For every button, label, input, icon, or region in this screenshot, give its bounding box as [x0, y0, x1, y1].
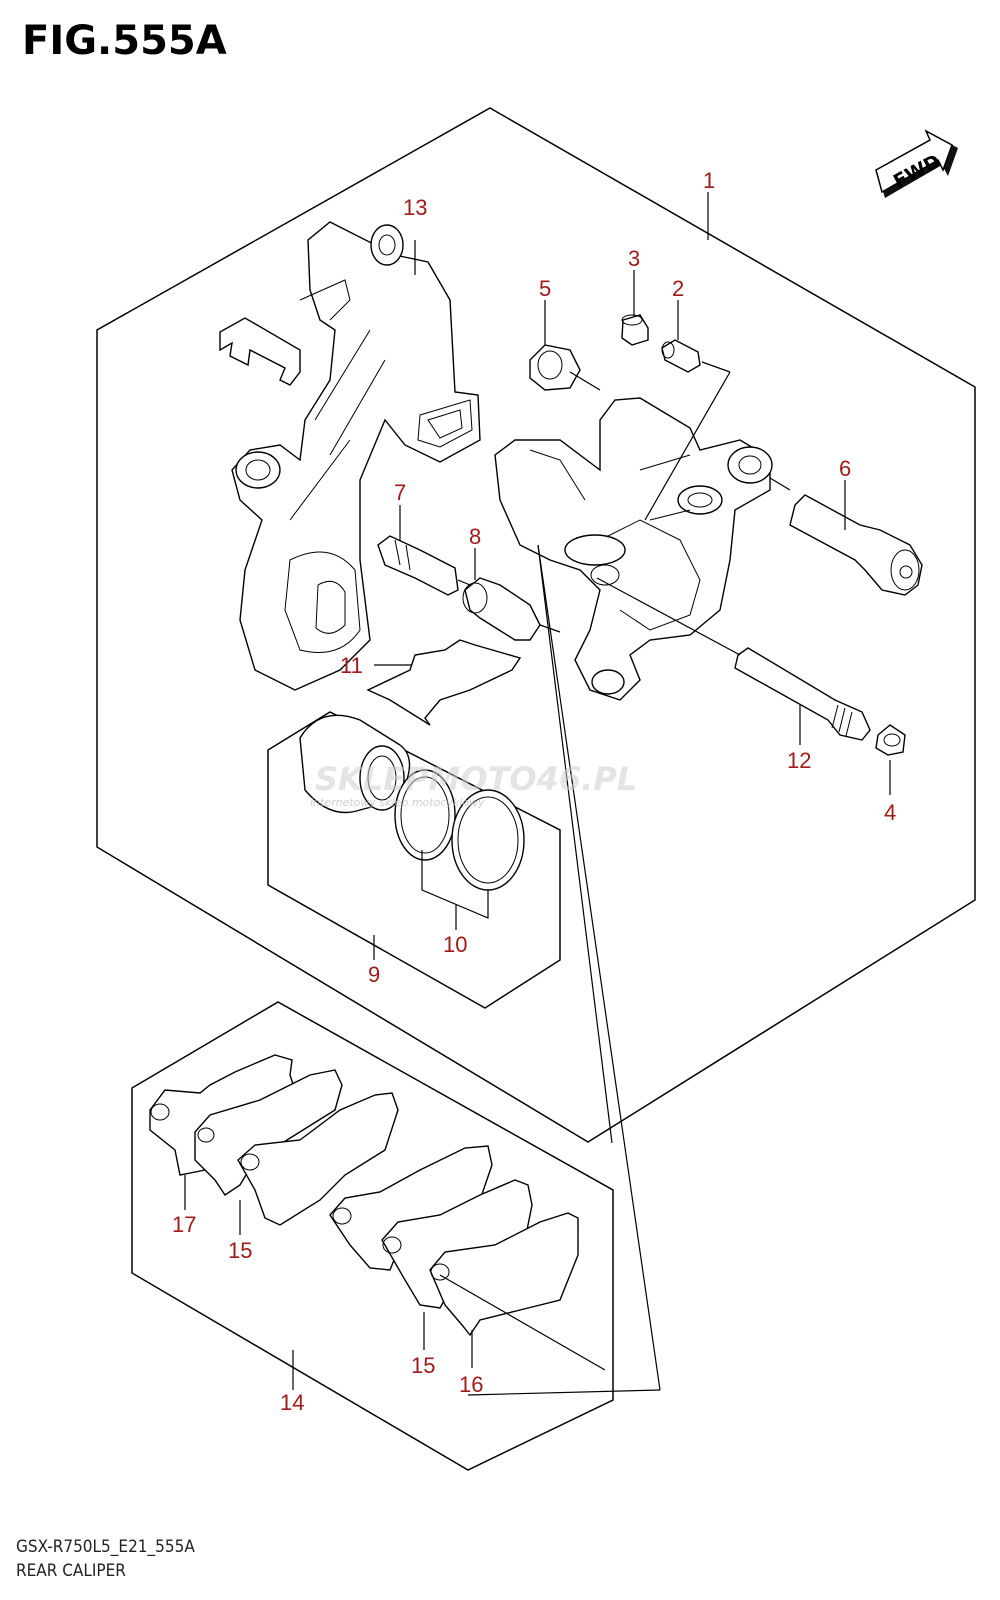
callout-11: 11	[340, 653, 363, 678]
figure-title: FIG.555A	[22, 18, 227, 64]
bracket-part-13	[231, 221, 481, 691]
callout-5: 5	[539, 276, 551, 301]
piston-part-9	[299, 714, 411, 814]
boot-part-5	[529, 344, 581, 391]
callout-16: 16	[459, 1372, 483, 1397]
shim-part-15b	[381, 1179, 533, 1309]
pad-spring-upper	[219, 317, 301, 386]
pad-outer	[329, 1145, 493, 1271]
callout-4: 4	[884, 800, 896, 825]
callout-7: 7	[394, 480, 406, 505]
callout-2: 2	[672, 276, 684, 301]
fwd-arrow-icon: FWD	[875, 129, 958, 198]
bleeder-valve-part-2	[661, 339, 701, 373]
figure-code: GSX-R750L5_E21_555A	[16, 1537, 195, 1557]
watermark: SKLEPMOTO46.PL internetowy sklep motocyk…	[310, 760, 637, 809]
shim-part-15a	[194, 1069, 343, 1196]
callout-13: 13	[403, 195, 427, 220]
assembly-outline-9	[267, 711, 561, 1009]
callout-1: 1	[703, 168, 715, 193]
pin-bolt-part-12	[734, 647, 871, 741]
callout-9: 9	[368, 962, 380, 987]
pad-spring-part-11	[366, 639, 522, 726]
bleeder-cap-part-3	[621, 314, 649, 346]
cap-part-4	[875, 724, 906, 756]
callout-17: 17	[172, 1212, 196, 1237]
sleeve-part-8	[462, 577, 541, 641]
assembly-outline-14	[131, 1001, 614, 1471]
pin-bolt-part-6	[789, 494, 923, 596]
watermark-brand: SKLEPMOTO46.PL	[315, 760, 637, 798]
seal-part-10	[394, 769, 525, 891]
caliper-body-part-1	[494, 397, 773, 701]
pad-inner	[237, 1092, 399, 1226]
callout-8: 8	[469, 524, 481, 549]
figure-name: REAR CALIPER	[16, 1561, 126, 1581]
callout-12: 12	[787, 748, 811, 773]
callout-3: 3	[628, 246, 640, 271]
callout-15-upper: 15	[228, 1238, 252, 1263]
slide-pin-part-7	[377, 535, 459, 596]
callout-6: 6	[839, 456, 851, 481]
shim-part-16	[429, 1212, 579, 1337]
callout-15-lower: 15	[411, 1353, 435, 1378]
assembly-outline-1	[96, 107, 976, 1143]
leader-lines	[184, 192, 891, 1396]
callout-10: 10	[443, 932, 467, 957]
watermark-tagline: internetowy sklep motocyklowy	[310, 796, 485, 809]
callout-14: 14	[280, 1390, 304, 1415]
